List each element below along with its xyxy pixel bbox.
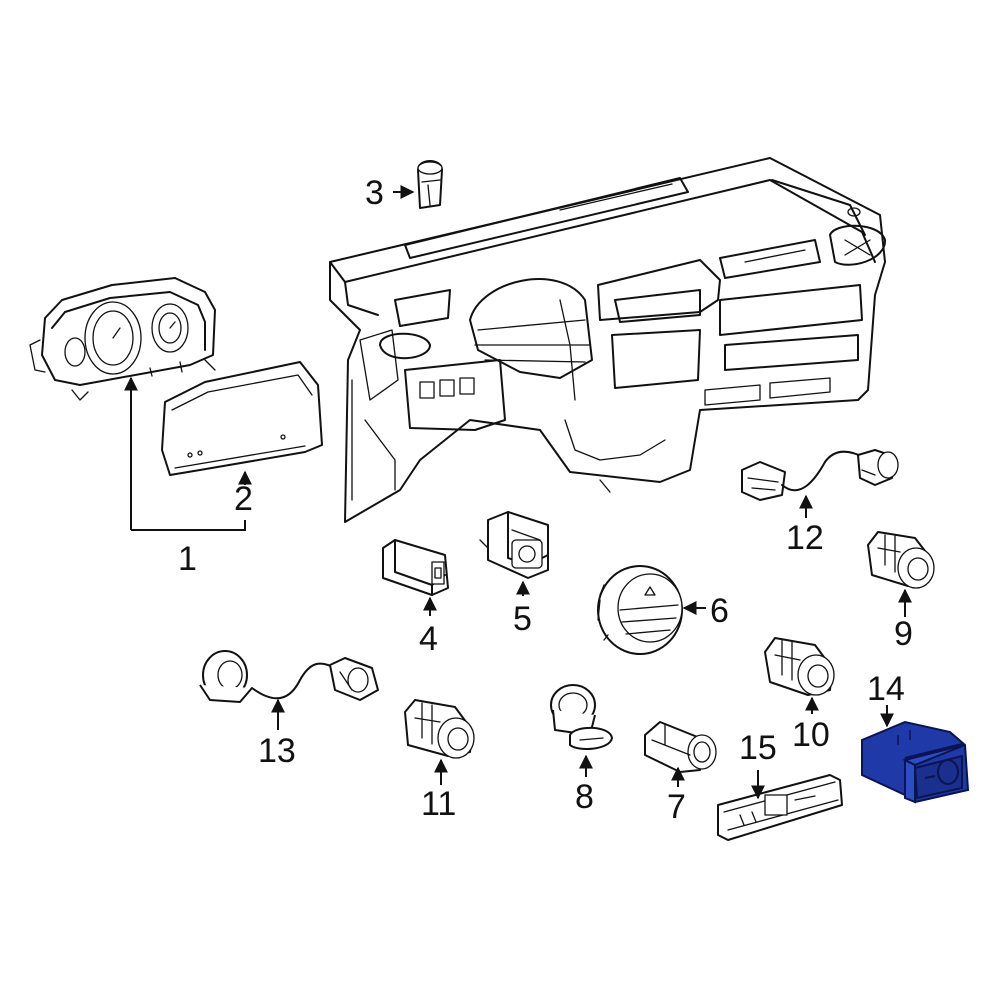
callout-5: 5 xyxy=(513,600,532,638)
instrument-cluster-drawing xyxy=(29,277,216,401)
callout-7: 7 xyxy=(667,788,686,826)
socket-8-drawing xyxy=(550,684,613,751)
switch-panel-15-drawing xyxy=(717,774,843,841)
instrument-panel-drawing xyxy=(329,157,887,523)
callout-labels: 1 2 3 4 5 6 7 8 9 10 11 12 13 14 15 xyxy=(178,174,913,826)
callout-13: 13 xyxy=(258,732,296,770)
callout-4: 4 xyxy=(419,620,438,658)
callout-12: 12 xyxy=(786,519,824,557)
callout-3: 3 xyxy=(365,174,384,212)
cluster-lens-drawing xyxy=(161,361,323,476)
callout-15: 15 xyxy=(739,729,777,767)
callout-9: 9 xyxy=(894,615,913,653)
lighter-7-drawing xyxy=(644,721,717,773)
knob-9-drawing xyxy=(867,531,935,589)
switch-4-drawing xyxy=(382,539,449,596)
harness-13-drawing xyxy=(199,650,379,703)
leader-lines xyxy=(124,185,912,800)
callout-10: 10 xyxy=(792,716,830,754)
callout-14: 14 xyxy=(867,670,905,708)
callout-11: 11 xyxy=(421,785,456,823)
callout-2: 2 xyxy=(234,480,253,518)
callout-6: 6 xyxy=(710,592,729,630)
usb-port-14-drawing xyxy=(861,720,970,804)
rotary-control-6-drawing xyxy=(597,565,683,655)
callout-8: 8 xyxy=(575,778,594,816)
harness-12-drawing xyxy=(741,449,899,501)
callout-1: 1 xyxy=(178,540,197,578)
knob-10-drawing xyxy=(764,637,835,696)
knob-11-drawing xyxy=(404,699,475,759)
switch-5-drawing xyxy=(479,511,549,579)
knob-drawing xyxy=(417,160,443,209)
